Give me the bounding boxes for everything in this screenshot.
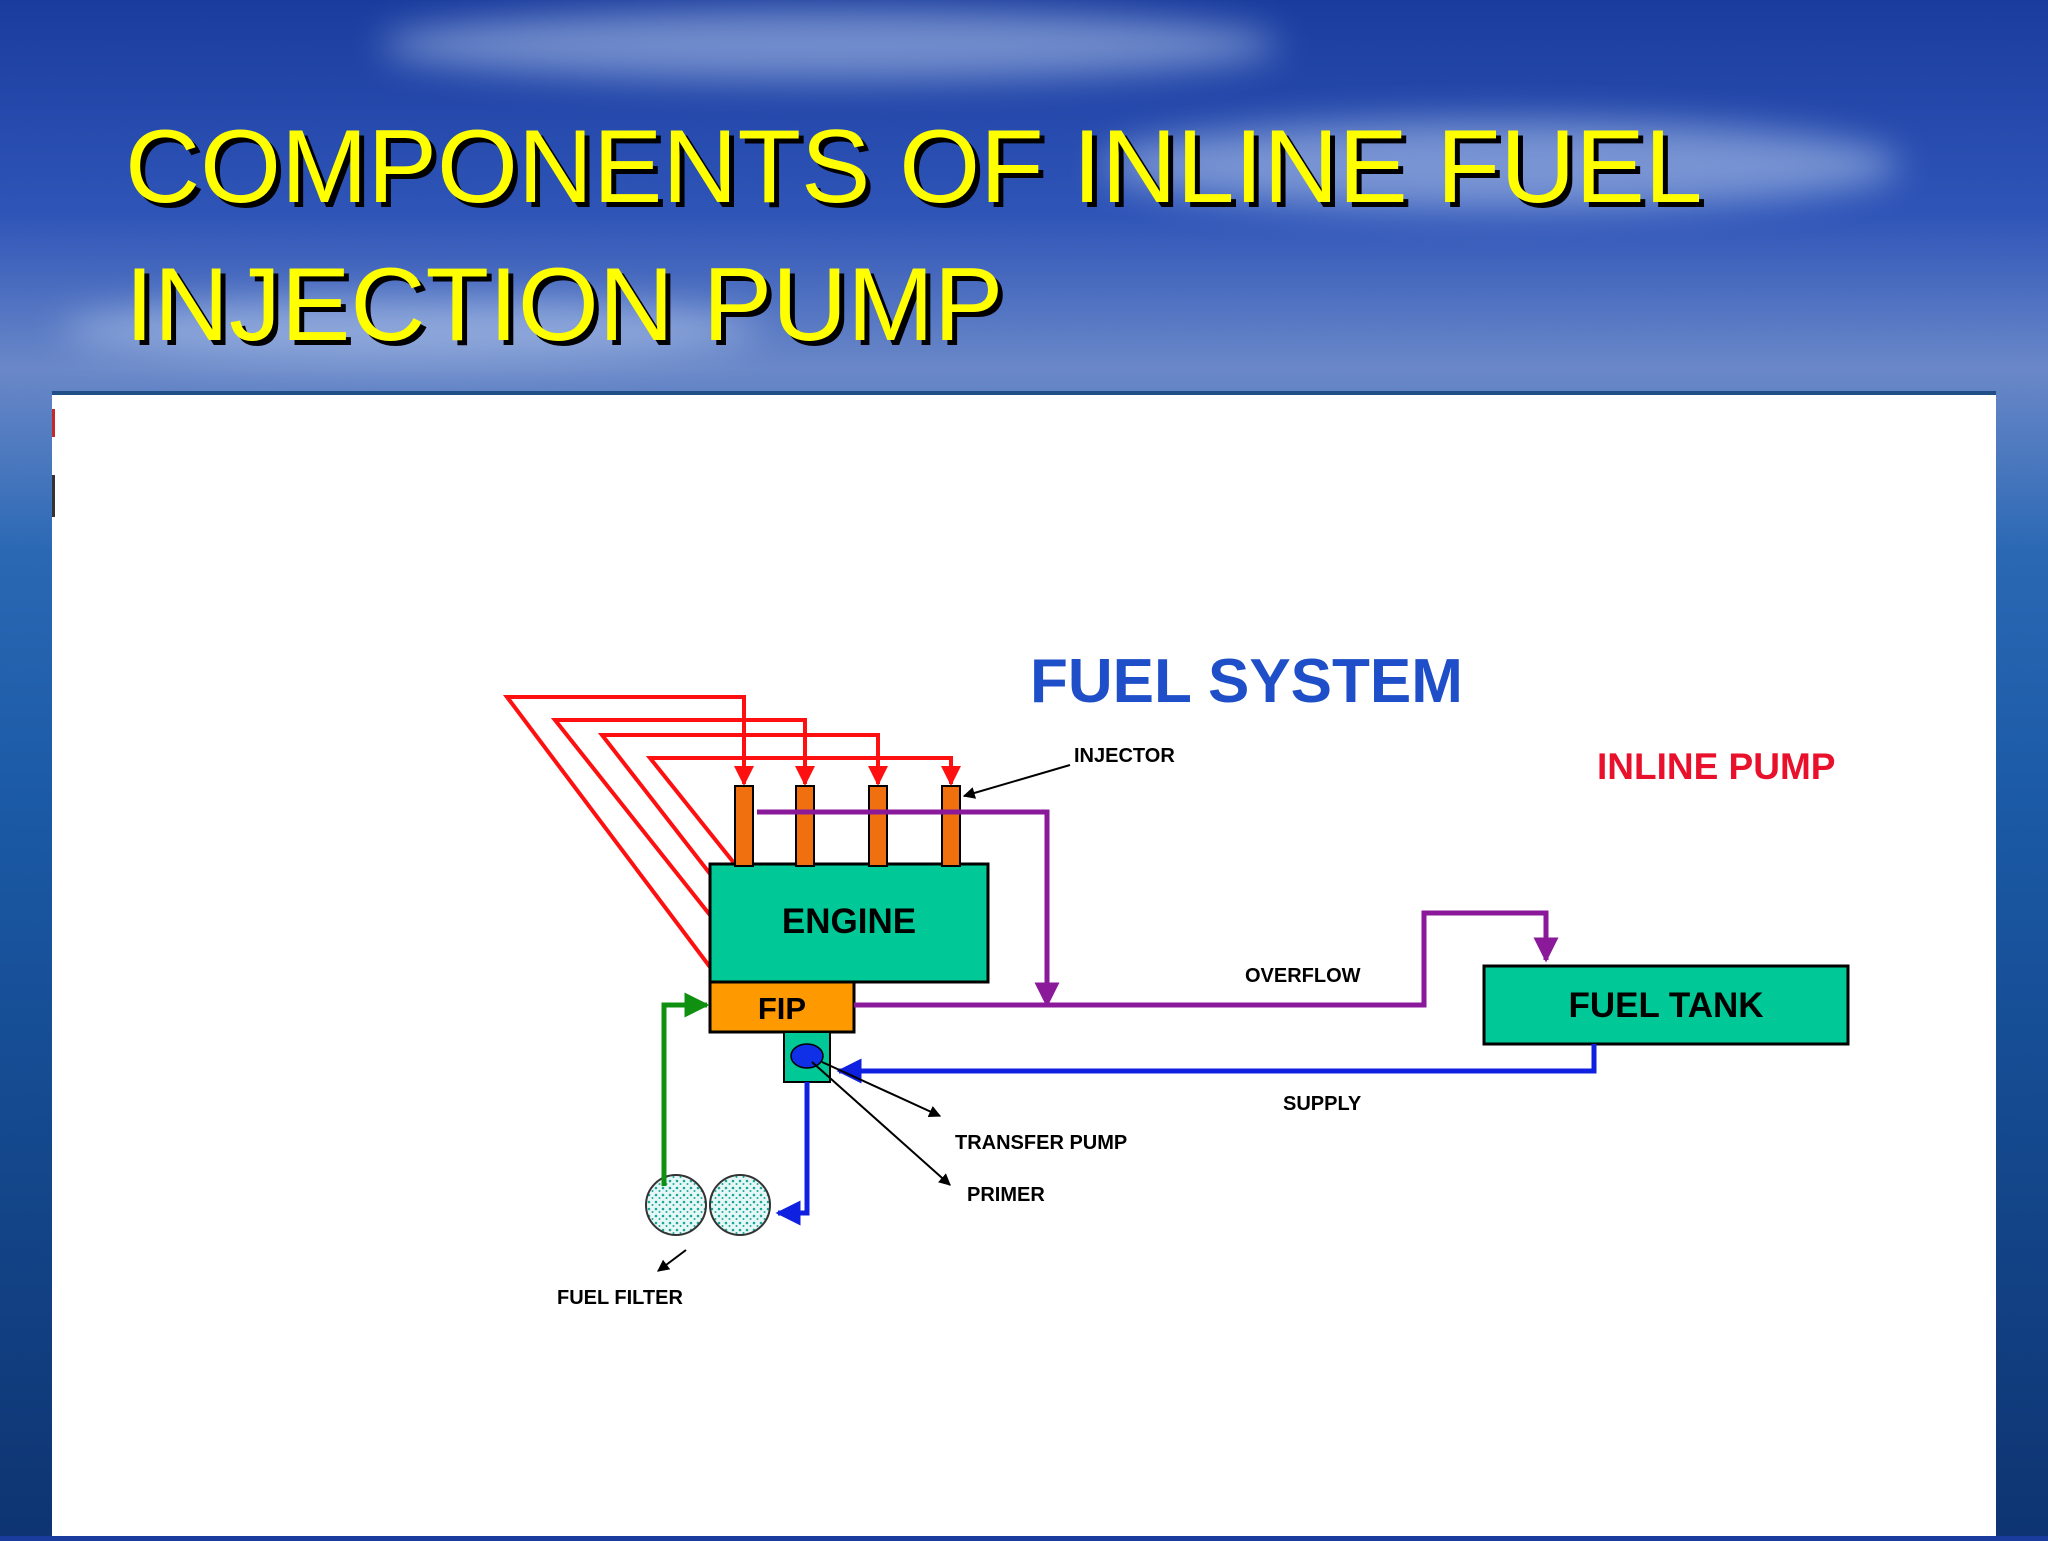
high-pressure-line-2 — [550, 718, 815, 985]
injector-3 — [868, 785, 888, 867]
fip-block — [708, 980, 856, 1034]
engine-label: ENGINE — [782, 902, 916, 941]
filter-to-fip-line — [661, 992, 710, 1186]
injector-label: INJECTOR — [1074, 745, 1175, 767]
injectors — [734, 785, 961, 867]
fip-label: FIP — [758, 991, 806, 1026]
fuel-tank-block — [1482, 964, 1850, 1046]
overflow-label: OVERFLOW — [1245, 965, 1361, 987]
sky-cloud — [60, 300, 760, 360]
pump-to-filter-line — [775, 1082, 810, 1226]
injector-4 — [941, 785, 961, 867]
overflow-line — [854, 910, 1559, 1008]
engine-block — [708, 862, 990, 984]
leak-off-line — [757, 809, 1060, 1008]
injector-2 — [795, 785, 815, 867]
high-pressure-line-1 — [502, 695, 754, 985]
fuel-filter-1 — [645, 1174, 707, 1236]
fuel-system-diagram: FUEL SYSTEM INLINE PUMP ENGINE FIP OVERF… — [52, 409, 1850, 1309]
slide-title-line-2: INJECTION PUMP — [125, 247, 1004, 363]
fuel-filter-2 — [709, 1174, 771, 1236]
fuel-filter-pointer — [657, 1249, 687, 1272]
panel-border — [52, 391, 1996, 395]
injector-pointer — [962, 764, 1071, 799]
sky-cloud — [380, 10, 1280, 80]
slide-title-line-1: COMPONENTS OF INLINE FUEL — [125, 109, 1703, 225]
transfer-pump-label: TRANSFER PUMP — [955, 1132, 1127, 1154]
primer-icon — [790, 1043, 824, 1069]
fuel-tank-label: FUEL TANK — [1568, 986, 1763, 1025]
diagram-subheading: INLINE PUMP — [1597, 746, 1835, 787]
injector-1 — [734, 785, 754, 867]
diagram-heading: FUEL SYSTEM — [1030, 647, 1463, 716]
primer-label: PRIMER — [967, 1184, 1045, 1206]
primer-pointer — [811, 1061, 951, 1186]
supply-label: SUPPLY — [1283, 1093, 1362, 1115]
fuel-filter-label: FUEL FILTER — [557, 1287, 683, 1309]
diagram-panel: FUEL SYSTEM INLINE PUMP ENGINE FIP OVERF… — [52, 395, 1996, 1536]
panel-edge-mark — [52, 409, 55, 437]
slide-title: COMPONENTS OF INLINE FUEL INJECTION PUMP — [125, 98, 1945, 374]
supply-line — [836, 1044, 1597, 1084]
panel-edge-mark — [52, 475, 55, 517]
transfer-pump-pointer — [821, 1061, 942, 1117]
sky-cloud — [1100, 120, 1900, 210]
